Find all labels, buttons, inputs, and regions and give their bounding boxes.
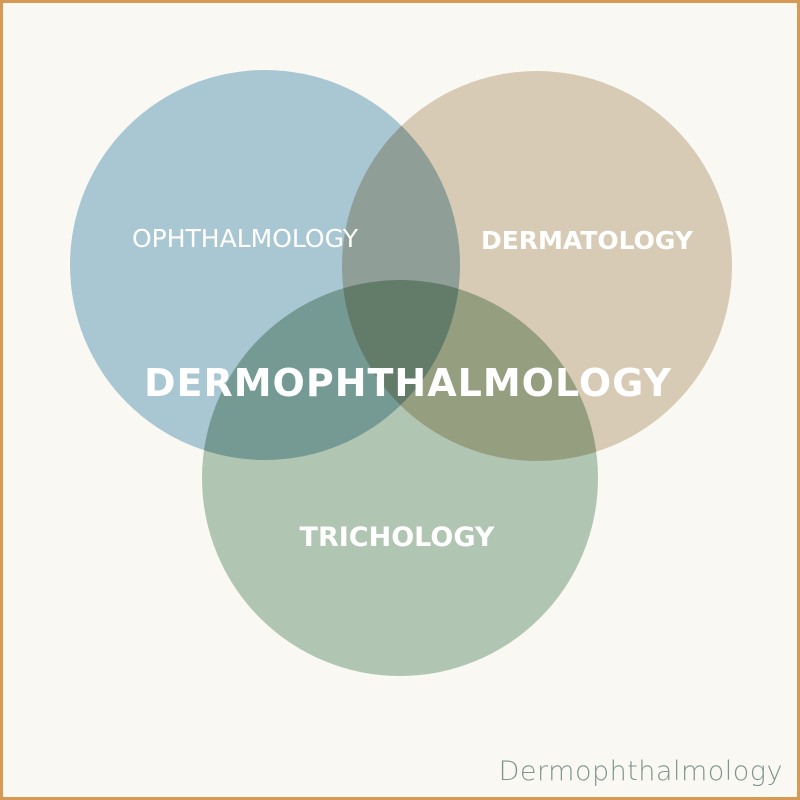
center-intersection-label: DERMOPHTHALMOLOGY	[144, 361, 672, 405]
dermatology-label: DERMATOLOGY	[481, 226, 694, 255]
trichology-circle	[202, 280, 598, 676]
caption: Dermophthalmology	[498, 756, 783, 787]
trichology-label: TRICHOLOGY	[300, 522, 495, 553]
ophthalmology-label: OPHTHALMOLOGY	[132, 224, 359, 253]
